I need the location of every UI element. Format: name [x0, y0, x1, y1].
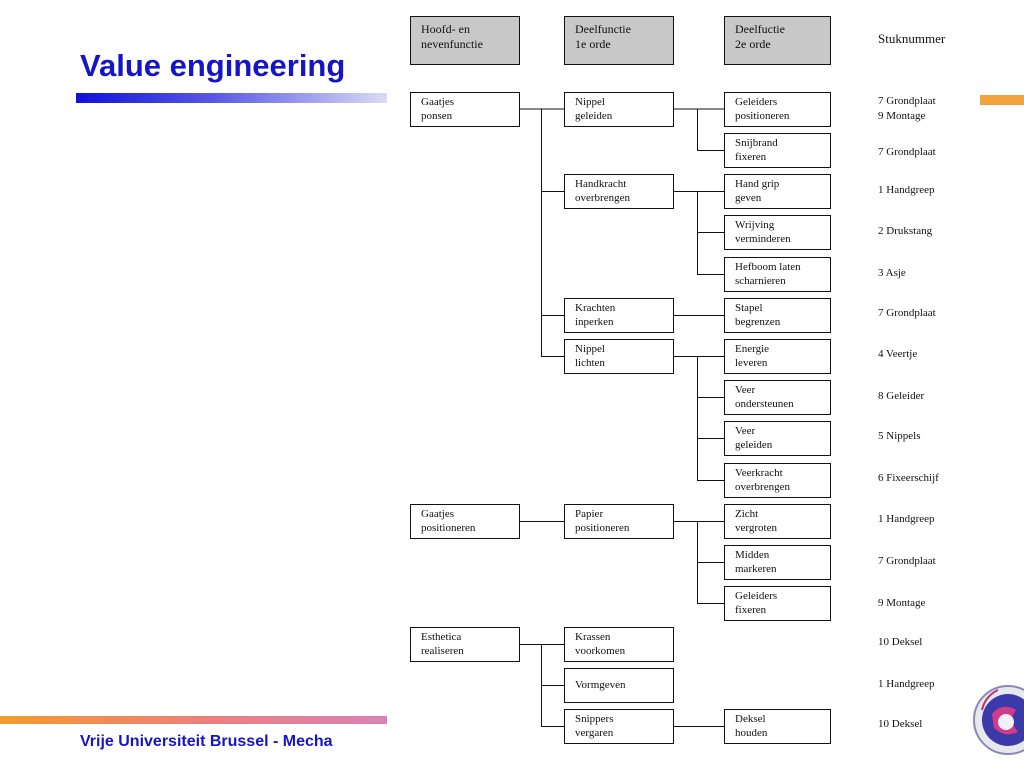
footer-text: Vrije Universiteit Brussel - Mecha: [80, 733, 333, 750]
header-second-order: Deelfuctie 2e orde: [724, 16, 831, 65]
part-number-label: 4 Veertje: [878, 348, 918, 360]
second-order-box: Geleiders positioneren: [724, 92, 831, 127]
header-part-number: Stuknummer: [878, 31, 946, 46]
slide-title: Value engineering: [80, 48, 346, 83]
part-number-label: 7 Grondplaat 9 Montage: [878, 95, 936, 122]
footer-gradient-bar: [0, 716, 388, 724]
second-order-box: Wrijving verminderen: [724, 215, 831, 250]
part-number-label: 1 Handgreep: [878, 184, 935, 196]
research-group-logo: [968, 680, 1024, 768]
main-function-box: Esthetica realiseren: [410, 627, 520, 662]
part-number-label: 10 Deksel: [878, 636, 923, 648]
second-order-box: Hand grip geven: [724, 174, 831, 209]
first-order-box: Nippel geleiden: [564, 92, 674, 127]
header-main-function: Hoofd- en nevenfunctie: [410, 16, 520, 65]
header-first-order: Deelfunctie 1e orde: [564, 16, 674, 65]
first-order-box: Krachten inperken: [564, 298, 674, 333]
first-order-box: Krassen voorkomen: [564, 627, 674, 662]
part-number-label: 7 Grondplaat: [878, 555, 936, 567]
accent-bar-right: [980, 95, 1024, 105]
part-number-label: 9 Montage: [878, 597, 926, 609]
part-number-label: 5 Nippels: [878, 430, 921, 442]
second-order-box: Deksel houden: [724, 709, 831, 744]
first-order-box: Snippers vergaren: [564, 709, 674, 744]
first-order-box: Vormgeven: [564, 668, 674, 703]
part-number-label: 6 Fixeerschijf: [878, 472, 939, 484]
second-order-box: Midden markeren: [724, 545, 831, 580]
main-function-box: Gaatjes ponsen: [410, 92, 520, 127]
part-number-label: 2 Drukstang: [878, 225, 933, 237]
second-order-box: Stapel begrenzen: [724, 298, 831, 333]
second-order-box: Veerkracht overbrengen: [724, 463, 831, 498]
second-order-box: Energie leveren: [724, 339, 831, 374]
second-order-box: Veer geleiden: [724, 421, 831, 456]
first-order-box: Handkracht overbrengen: [564, 174, 674, 209]
second-order-box: Geleiders fixeren: [724, 586, 831, 621]
part-number-label: 3 Asje: [878, 267, 906, 279]
part-number-label: 7 Grondplaat: [878, 307, 936, 319]
part-number-label: 8 Geleider: [878, 390, 925, 402]
part-number-label: 10 Deksel: [878, 718, 923, 730]
title-underline-bar: [76, 93, 388, 103]
second-order-box: Hefboom laten scharnieren: [724, 257, 831, 292]
first-order-box: Papier positioneren: [564, 504, 674, 539]
second-order-box: Snijbrand fixeren: [724, 133, 831, 168]
second-order-box: Zicht vergroten: [724, 504, 831, 539]
part-number-label: 1 Handgreep: [878, 513, 935, 525]
main-function-box: Gaatjes positioneren: [410, 504, 520, 539]
part-number-label: 1 Handgreep: [878, 678, 935, 690]
first-order-box: Nippel lichten: [564, 339, 674, 374]
second-order-box: Veer ondersteunen: [724, 380, 831, 415]
part-number-label: 7 Grondplaat: [878, 146, 936, 158]
